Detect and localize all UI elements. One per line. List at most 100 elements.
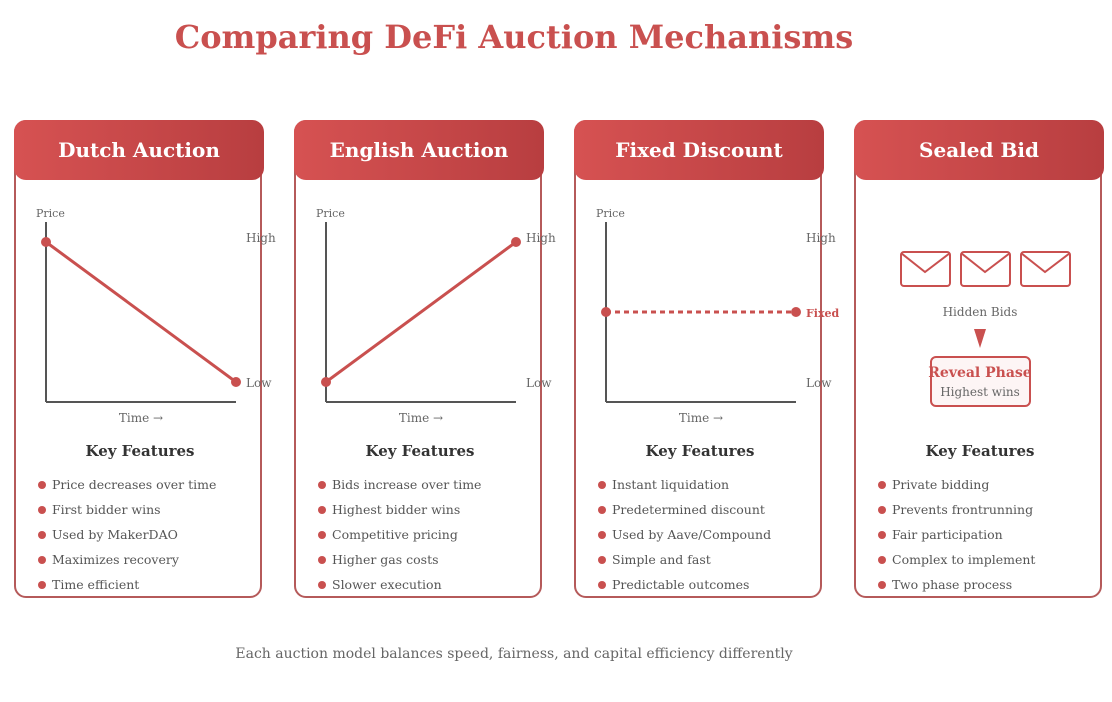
- low-label: Low: [246, 376, 272, 390]
- feature-text: Predetermined discount: [612, 502, 765, 517]
- list-item: Maximizes recovery: [38, 547, 216, 572]
- envelope-icon: [1020, 251, 1071, 287]
- list-item: Used by Aave/Compound: [598, 522, 771, 547]
- x-axis-label: Time →: [119, 411, 163, 425]
- price-time-chart: Price High Fixed Low Time →: [596, 207, 840, 425]
- bullet-icon: [878, 555, 886, 564]
- features-heading: Key Features: [925, 442, 1035, 460]
- reveal-phase-subtitle: Highest wins: [940, 385, 1020, 399]
- page-title: Comparing DeFi Auction Mechanisms: [174, 18, 854, 56]
- feature-text: Bids increase over time: [332, 477, 482, 492]
- low-label: Low: [806, 376, 832, 390]
- feature-text: Time efficient: [52, 577, 140, 592]
- feature-text: Competitive pricing: [332, 527, 458, 542]
- features-list: Bids increase over time Highest bidder w…: [318, 472, 481, 597]
- envelope-icon: [900, 251, 951, 287]
- card-title: Sealed Bid: [854, 120, 1104, 180]
- footer-caption: Each auction model balances speed, fairn…: [235, 646, 793, 662]
- low-label: Low: [526, 376, 552, 390]
- feature-text: Slower execution: [332, 577, 442, 592]
- list-item: Two phase process: [878, 572, 1035, 597]
- features-heading: Key Features: [85, 442, 195, 460]
- high-label: High: [526, 231, 556, 245]
- list-item: Time efficient: [38, 572, 216, 597]
- list-item: First bidder wins: [38, 497, 216, 522]
- bullet-icon: [38, 530, 46, 539]
- bullet-icon: [598, 530, 606, 539]
- card-dutch-auction: Dutch Auction Price High Low Time → Key …: [14, 120, 276, 598]
- card-title: Dutch Auction: [14, 120, 264, 180]
- list-item: Fair participation: [878, 522, 1035, 547]
- feature-text: Price decreases over time: [52, 477, 217, 492]
- y-axis-label: Price: [596, 207, 625, 220]
- y-axis-label: Price: [316, 207, 345, 220]
- x-axis-label: Time →: [399, 411, 443, 425]
- feature-text: Fair participation: [892, 527, 1003, 542]
- bullet-icon: [878, 480, 886, 489]
- feature-text: Predictable outcomes: [612, 577, 750, 592]
- reveal-phase-title: Reveal Phase: [928, 365, 1032, 381]
- feature-text: Simple and fast: [612, 552, 711, 567]
- list-item: Simple and fast: [598, 547, 771, 572]
- features-list: Private bidding Prevents frontrunning Fa…: [878, 472, 1035, 597]
- bullet-icon: [878, 580, 886, 589]
- list-item: Slower execution: [318, 572, 481, 597]
- fixed-label: Fixed: [806, 307, 840, 320]
- x-axis-label: Time →: [679, 411, 723, 425]
- price-time-chart: Price High Low Time →: [36, 207, 276, 425]
- feature-text: Maximizes recovery: [52, 552, 179, 567]
- feature-text: Two phase process: [892, 577, 1013, 592]
- card-fixed-discount: Fixed Discount Price High Fixed Low Time…: [574, 120, 840, 598]
- feature-text: Highest bidder wins: [332, 502, 461, 517]
- bullet-icon: [318, 530, 326, 539]
- card-title: English Auction: [294, 120, 544, 180]
- feature-text: Instant liquidation: [612, 477, 730, 492]
- features-list: Instant liquidation Predetermined discou…: [598, 472, 771, 597]
- feature-text: Used by Aave/Compound: [612, 527, 772, 542]
- list-item: Predetermined discount: [598, 497, 771, 522]
- bullet-icon: [318, 480, 326, 489]
- sealed-bid-diagram: Hidden Bids Reveal Phase Highest wins: [900, 251, 1071, 407]
- bullet-icon: [598, 505, 606, 514]
- list-item: Prevents frontrunning: [878, 497, 1035, 522]
- features-list: Price decreases over time First bidder w…: [38, 472, 216, 597]
- features-heading: Key Features: [365, 442, 475, 460]
- list-item: Competitive pricing: [318, 522, 481, 547]
- bullet-icon: [318, 555, 326, 564]
- feature-text: Used by MakerDAO: [52, 527, 178, 542]
- card-sealed-bid: Sealed Bid Hidden Bids Reveal Phase High…: [854, 120, 1104, 598]
- list-item: Highest bidder wins: [318, 497, 481, 522]
- high-label: High: [806, 231, 836, 245]
- list-item: Instant liquidation: [598, 472, 771, 497]
- arrow-down-icon: [974, 329, 986, 348]
- list-item: Predictable outcomes: [598, 572, 771, 597]
- card-english-auction: English Auction Price High Low Time → Ke…: [294, 120, 556, 598]
- bullet-icon: [878, 505, 886, 514]
- feature-text: Higher gas costs: [332, 552, 439, 567]
- list-item: Bids increase over time: [318, 472, 481, 497]
- bullet-icon: [598, 555, 606, 564]
- high-label: High: [246, 231, 276, 245]
- bullet-icon: [38, 505, 46, 514]
- features-heading: Key Features: [645, 442, 755, 460]
- list-item: Private bidding: [878, 472, 1035, 497]
- bullet-icon: [38, 480, 46, 489]
- bullet-icon: [598, 580, 606, 589]
- feature-text: Private bidding: [892, 477, 990, 492]
- hidden-bids-label: Hidden Bids: [943, 305, 1018, 319]
- envelope-icon: [960, 251, 1011, 287]
- bullet-icon: [318, 505, 326, 514]
- list-item: Complex to implement: [878, 547, 1035, 572]
- reveal-phase-box: [930, 356, 1031, 407]
- feature-text: Complex to implement: [892, 552, 1036, 567]
- feature-text: First bidder wins: [52, 502, 161, 517]
- list-item: Price decreases over time: [38, 472, 216, 497]
- price-time-chart: Price High Low Time →: [316, 207, 556, 425]
- bullet-icon: [318, 580, 326, 589]
- list-item: Higher gas costs: [318, 547, 481, 572]
- bullet-icon: [38, 580, 46, 589]
- bullet-icon: [38, 555, 46, 564]
- card-title: Fixed Discount: [574, 120, 824, 180]
- bullet-icon: [598, 480, 606, 489]
- bullet-icon: [878, 530, 886, 539]
